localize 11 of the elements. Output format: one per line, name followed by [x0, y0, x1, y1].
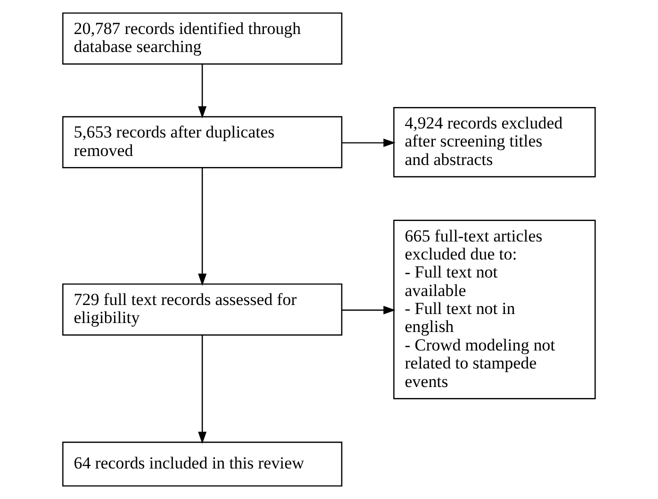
arrow: [342, 138, 396, 148]
node-box: 665 full-text articles excluded due to: - Full text not available - Full text not in english - Crowd modeling not related to stampede events: [393, 220, 596, 400]
node-box: 4,924 records excluded after screening titles and abstracts: [393, 107, 596, 178]
arrow: [198, 335, 207, 444]
node-box: 20,787 records identified through database searching: [62, 12, 342, 65]
node-box: 64 records included in this review: [62, 442, 342, 487]
arrow: [342, 306, 396, 314]
arrow: [198, 168, 207, 286]
arrow: [198, 64, 207, 118]
node-box: 729 full text records assessed for eligibility: [62, 283, 342, 336]
node-box: 5,653 records after duplicates removed: [62, 116, 342, 168]
